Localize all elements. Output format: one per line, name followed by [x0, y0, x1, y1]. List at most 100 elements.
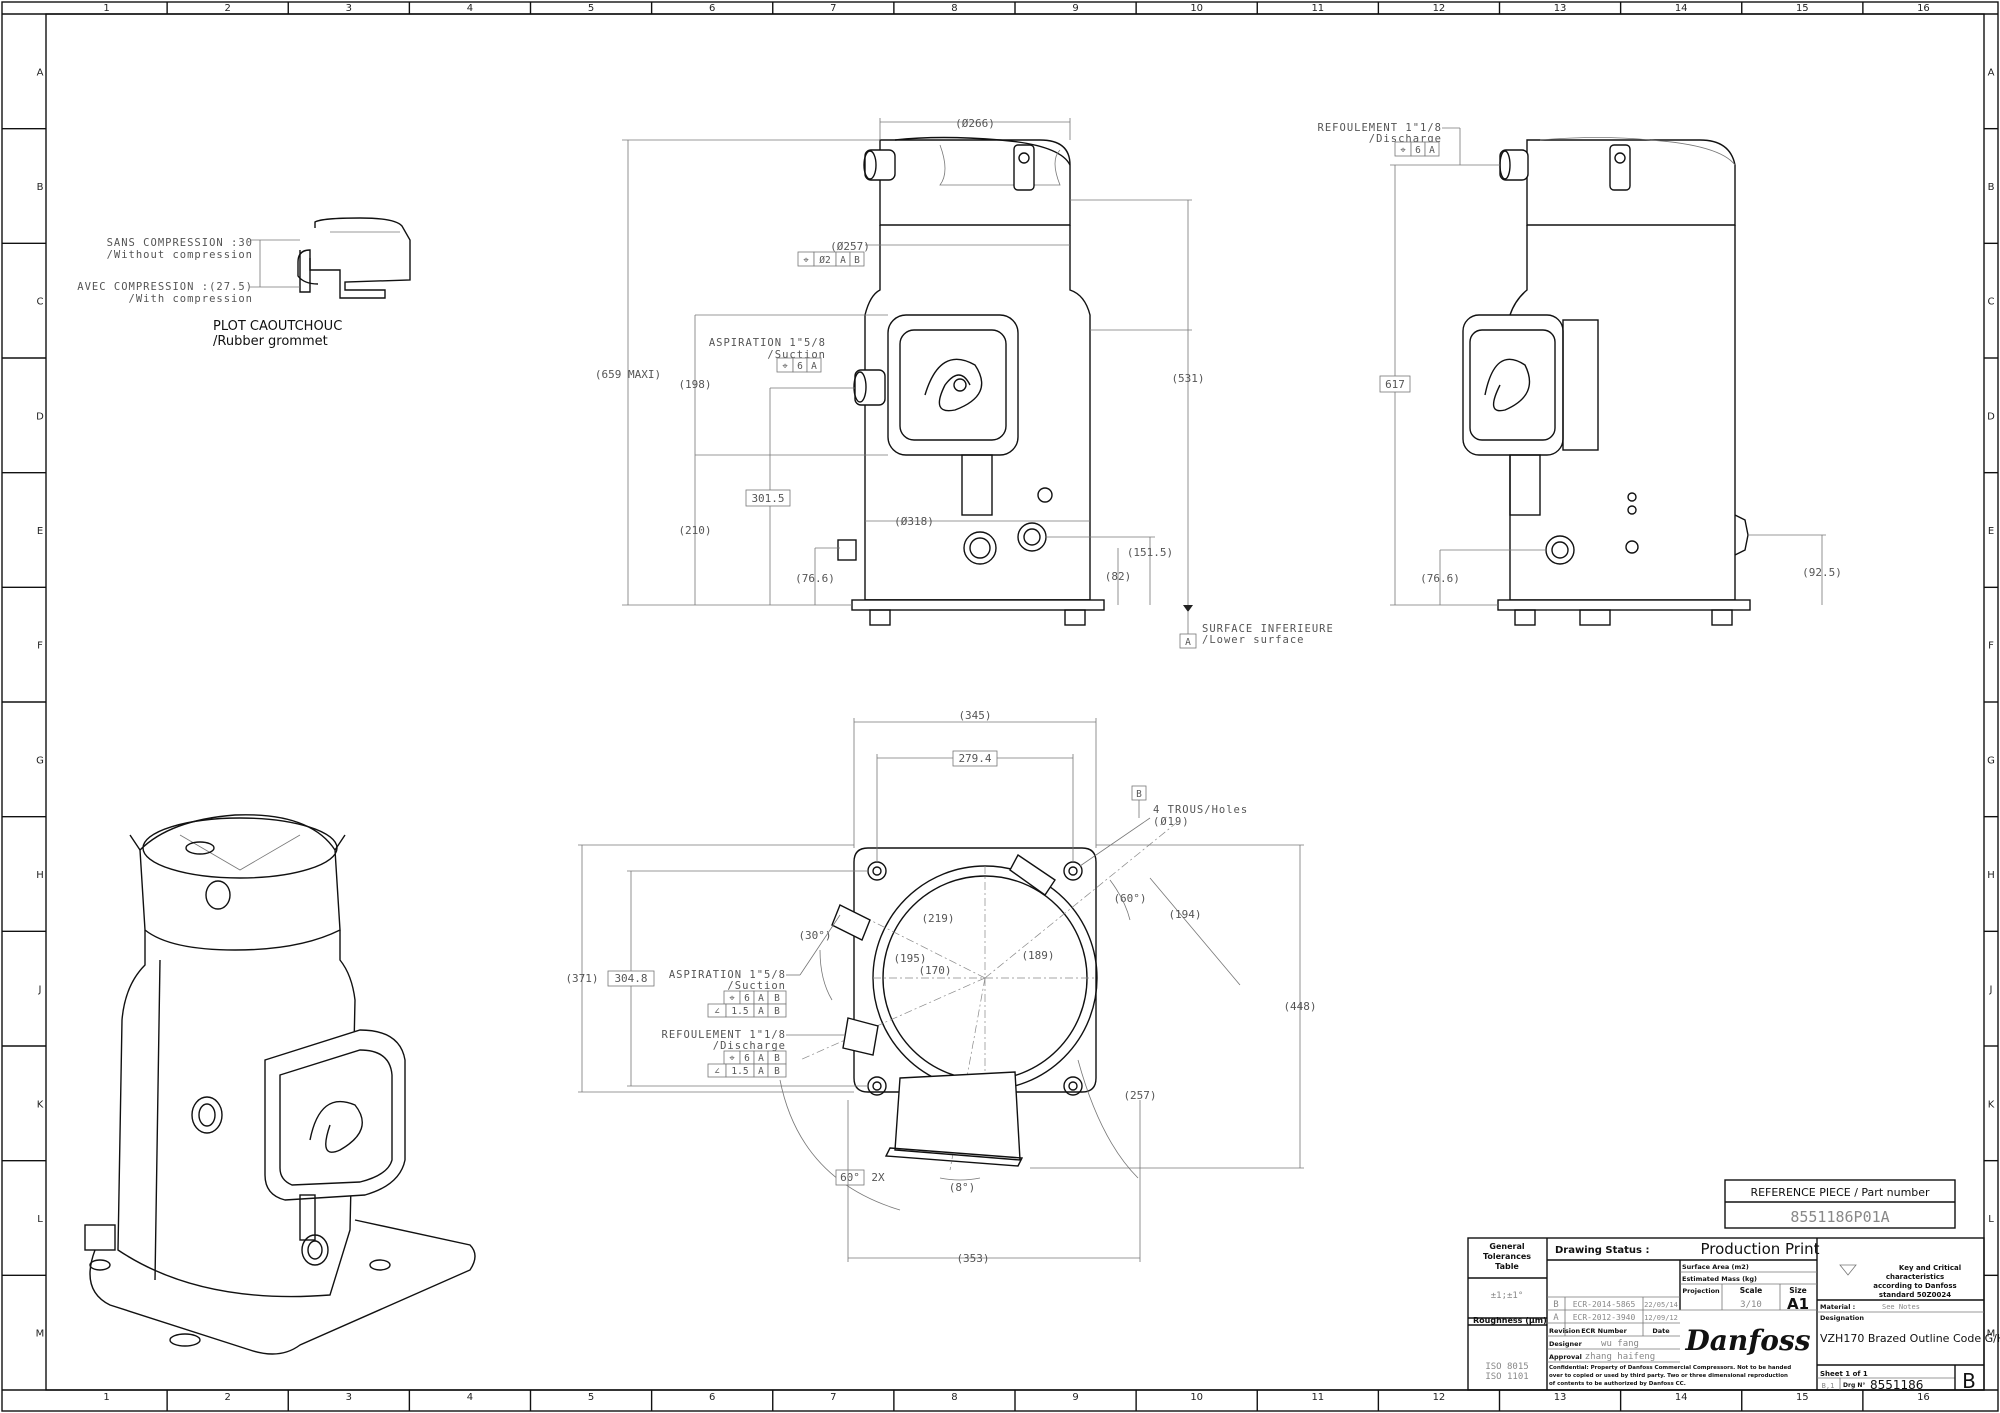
- column-marker-1: 1: [103, 1392, 109, 1403]
- gdt-discharge-top: ⌖ 6 A B ∠ 1.5 A B: [707, 1050, 787, 1078]
- tb-drawing-status: Drawing Status :: [1555, 1245, 1649, 1256]
- suction-label: ASPIRATION 1"5/8: [709, 337, 826, 349]
- column-marker-10: 10: [1190, 3, 1203, 14]
- row-marker-M: M: [1987, 1329, 1996, 1340]
- tb-general: General: [1489, 1242, 1524, 1251]
- svg-text:B: B: [774, 993, 780, 1004]
- column-marker-5: 5: [588, 1392, 594, 1403]
- dim-d170: (170): [918, 964, 951, 977]
- svg-text:Ø2: Ø2: [819, 255, 830, 266]
- dim-h617: 617: [1385, 378, 1405, 391]
- row-marker-G: G: [36, 755, 44, 766]
- tb-drg-no: Drg N°: [1843, 1382, 1865, 1389]
- svg-text:A: A: [758, 1053, 764, 1064]
- dim-h659: (659 MAXI): [595, 368, 661, 381]
- angle-60b: 60°: [840, 1171, 860, 1184]
- tb-size: Size: [1789, 1286, 1806, 1295]
- holes-d-label: (Ø19): [1153, 816, 1190, 828]
- row-marker-C: C: [1988, 297, 1995, 308]
- tb-table: Table: [1495, 1262, 1519, 1271]
- column-marker-1: 1: [103, 3, 109, 14]
- row-marker-A: A: [1988, 67, 1995, 78]
- tb-rev-a: A: [1553, 1313, 1559, 1323]
- angle-60: (60°): [1113, 892, 1146, 905]
- tb-confidential-1: Confidential: Property of Danfoss Commer…: [1549, 1365, 1791, 1371]
- tb-designer-name: wu fang: [1601, 1339, 1639, 1349]
- tb-key-4: standard 50Z0024: [1879, 1291, 1951, 1299]
- svg-text:1.5: 1.5: [731, 1066, 748, 1077]
- danfoss-logo: Danfoss: [1684, 1324, 1810, 1357]
- x2-label: 2X: [871, 1171, 885, 1184]
- svg-text:⌖: ⌖: [782, 361, 788, 372]
- tb-designation-value: VZH170 Brazed Outline Code G/H: [1820, 1332, 2000, 1345]
- row-marker-L: L: [37, 1214, 43, 1225]
- row-marker-E: E: [1988, 526, 1994, 537]
- dim-h448: (448): [1283, 1000, 1316, 1013]
- svg-text:⌖: ⌖: [803, 255, 809, 266]
- discharge-label-top: REFOULEMENT 1"1/8: [662, 1029, 786, 1041]
- dim-w279: 279.4: [958, 752, 991, 765]
- row-marker-F: F: [37, 641, 43, 652]
- column-marker-6: 6: [709, 3, 715, 14]
- tb-roughness: Roughness (µm): [1473, 1316, 1547, 1325]
- column-marker-2: 2: [225, 3, 231, 14]
- svg-text:∠: ∠: [714, 1066, 720, 1077]
- holes-label: 4 TROUS/Holes: [1153, 804, 1248, 816]
- dim-w353: (353): [956, 1252, 989, 1265]
- dim-h531: (531): [1171, 372, 1204, 385]
- tb-tol-value: ±1;±1°: [1491, 1291, 1524, 1301]
- tb-date-b: 22/05/14: [1644, 1301, 1678, 1309]
- tb-date: Date: [1652, 1327, 1670, 1335]
- datum-a: A: [1185, 637, 1191, 648]
- tb-projection: Projection: [1682, 1287, 1720, 1295]
- column-marker-7: 7: [830, 3, 836, 14]
- column-marker-7: 7: [830, 1392, 836, 1403]
- column-marker-4: 4: [467, 1392, 473, 1403]
- title-block: General Tolerances Table ±1;±1° Roughnes…: [1467, 1237, 2000, 1393]
- svg-text:∠: ∠: [714, 1006, 720, 1017]
- svg-text:6: 6: [744, 1053, 750, 1064]
- column-marker-15: 15: [1796, 3, 1809, 14]
- column-marker-11: 11: [1311, 3, 1324, 14]
- tb-confidential-2: over to copied or used by third party. T…: [1549, 1373, 1788, 1379]
- gdt-257: ⌖ Ø2 A B: [797, 251, 865, 267]
- row-marker-B: B: [37, 182, 44, 193]
- row-marker-A: A: [37, 67, 44, 78]
- row-marker-C: C: [37, 297, 44, 308]
- column-marker-10: 10: [1190, 1392, 1203, 1403]
- column-marker-14: 14: [1675, 1392, 1688, 1403]
- gdt-suction-front: ⌖ 6 A: [776, 357, 822, 373]
- column-marker-15: 15: [1796, 1392, 1809, 1403]
- surface-label: SURFACE INFERIEURE: [1202, 623, 1334, 635]
- row-marker-H: H: [1987, 870, 1995, 881]
- tb-confidential-3: of contents to be authorized by Danfoss …: [1549, 1381, 1686, 1387]
- column-marker-12: 12: [1433, 3, 1446, 14]
- dim-h371: (371): [565, 972, 598, 985]
- discharge-sub-top: /Discharge: [713, 1040, 786, 1052]
- tb-drg-value: 8551186: [1870, 1378, 1923, 1392]
- dim-h198: (198): [678, 378, 711, 391]
- column-marker-8: 8: [951, 1392, 957, 1403]
- tb-ecr-a: ECR-2012-3940: [1573, 1313, 1636, 1322]
- tb-key-2: characteristics: [1886, 1273, 1944, 1281]
- svg-text:B: B: [774, 1053, 780, 1064]
- rubber-grommet-detail: SANS COMPRESSION :30 /Without compressio…: [77, 217, 411, 349]
- dim-d257: (Ø257): [830, 240, 870, 253]
- tb-revision: Revision: [1549, 1327, 1580, 1335]
- with-compression-label: /With compression: [129, 293, 253, 305]
- gdt-suction-top: ⌖ 6 A B ∠ 1.5 A B: [707, 990, 787, 1018]
- side-view: REFOULEMENT 1"1/8 /Discharge ⌖ 6 A 617 (…: [1318, 122, 1842, 626]
- svg-text:⌖: ⌖: [729, 1053, 735, 1064]
- datum-b: B: [1136, 789, 1142, 800]
- tb-production-print: Production Print: [1700, 1240, 1819, 1258]
- dim-d257-top: (257): [1123, 1089, 1156, 1102]
- tb-rev-letter: B: [1962, 1369, 1976, 1393]
- column-markers: 1122334455667788991010111112121313141415…: [103, 2, 1930, 1411]
- column-marker-13: 13: [1554, 1392, 1567, 1403]
- svg-text:1.5: 1.5: [731, 1006, 748, 1017]
- column-marker-13: 13: [1554, 3, 1567, 14]
- row-marker-B: B: [1988, 182, 1995, 193]
- column-marker-8: 8: [951, 3, 957, 14]
